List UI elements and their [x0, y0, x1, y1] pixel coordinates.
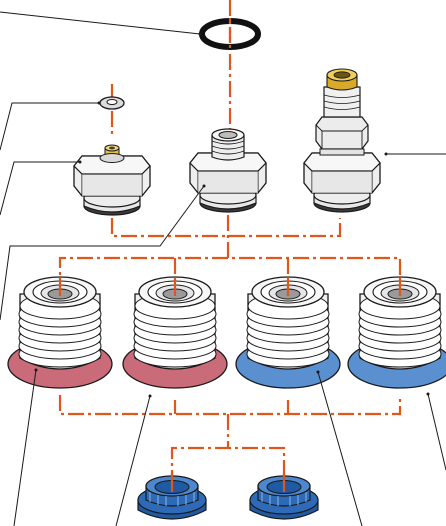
leader-anchors [34, 32, 430, 398]
washer-icon [99, 96, 125, 110]
push-in-fitting-icon [303, 68, 381, 213]
o-ring-icon [199, 18, 261, 50]
leader-lines [0, 11, 446, 526]
axis-lines [58, 0, 402, 486]
bellows-cup-icon [347, 276, 446, 389]
hex-fitting-icon [189, 128, 267, 213]
hex-fitting-icon [73, 144, 151, 216]
